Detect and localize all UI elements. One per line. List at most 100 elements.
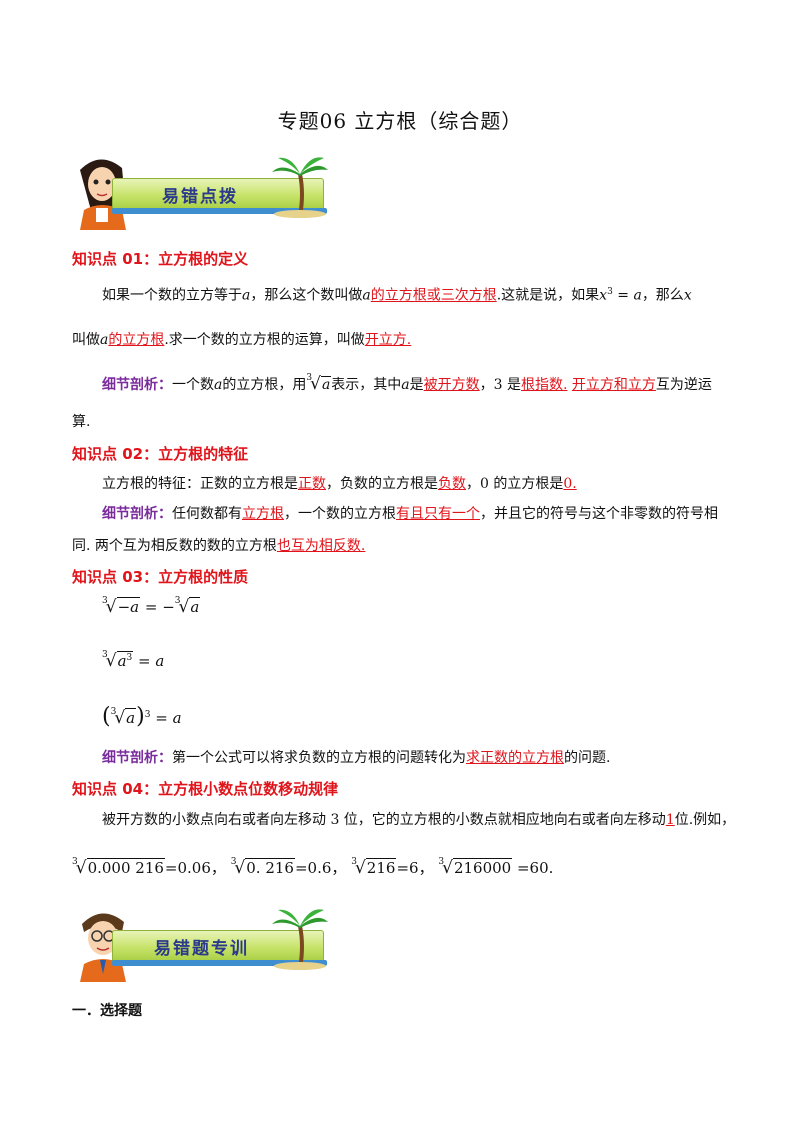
text: 是 <box>409 377 424 393</box>
radical-sign-icon: √ <box>114 708 126 728</box>
text: ，那么 <box>641 287 684 304</box>
radical-sign-icon: √ <box>105 597 117 617</box>
palm-tree-icon <box>272 909 328 970</box>
text: 立方根的特征：正数的立方根是 <box>102 476 298 492</box>
text: ，0 的立方根是 <box>466 476 564 492</box>
cube-root-neg-a: 3√−a <box>102 596 141 617</box>
blank-answer: 被开方数 <box>423 377 480 393</box>
var-x: x <box>683 287 692 304</box>
cube-root-a-cubed: 3√a3 <box>102 650 134 671</box>
text: ，一个数的立方根 <box>284 506 396 522</box>
root-index: 3 <box>102 596 108 606</box>
cube-root-example-3: 3√216 <box>351 852 397 878</box>
kp1-paragraph-1: 如果一个数的立方等于a，那么这个数叫做a的立方根或三次方根.这就是说，如果x3 … <box>102 282 692 306</box>
radical-sign-icon: √ <box>310 374 321 394</box>
text: 表示，其中 <box>331 377 402 393</box>
text: 互为逆运 <box>655 377 712 393</box>
kp4-heading: 知识点 04：立方根小数点位数移动规律 <box>72 780 339 798</box>
root-index: 3 <box>306 373 313 383</box>
radical-sign-icon: √ <box>105 651 117 671</box>
result: =60 <box>512 859 549 877</box>
text: 如果一个数的立方等于 <box>102 287 242 304</box>
section-heading-choice: 一．选择题 <box>72 1003 142 1019</box>
radicand: a <box>320 376 332 393</box>
cube-root-example-1: 3√0.000 216 <box>72 852 165 878</box>
banner-label: 易错点拨 <box>162 187 238 207</box>
var-a: a <box>117 652 127 670</box>
var-a: a <box>155 652 165 670</box>
text: 同. 两个互为相反数的数的立方根 <box>72 538 277 554</box>
banner-tips: 易错点拨 <box>70 150 332 230</box>
blank-answer: 根指数. <box>521 377 568 393</box>
separator: ， <box>418 859 434 877</box>
kp1-heading: 知识点 01：立方根的定义 <box>72 250 249 268</box>
radicand: a <box>189 597 201 616</box>
text: 的立方根，用 <box>222 377 307 393</box>
result: =0.06 <box>164 859 211 877</box>
result: =0.6 <box>294 859 332 877</box>
note-label: 细节剖析： <box>102 506 172 522</box>
palm-tree-icon <box>272 157 328 218</box>
banner-stripe <box>112 208 327 214</box>
text: 叫做 <box>72 332 100 348</box>
period: . <box>548 859 554 877</box>
exponent: 3 <box>126 653 133 663</box>
note-label: 细节剖析： <box>102 377 172 393</box>
blank-answer: 1 <box>665 812 675 828</box>
blank-answer: 有且只有一个 <box>396 506 480 522</box>
text: 一个数 <box>172 377 214 393</box>
equals: = <box>133 652 156 670</box>
text: ，并且它的符号与这个非零数的符号相 <box>480 506 718 522</box>
page-title: 专题06 立方根（综合题） <box>277 109 523 133</box>
radical-sign-icon: √ <box>354 858 366 878</box>
kp3-note: 细节剖析：第一个公式可以将求负数的立方根的问题转化为求正数的立方根的问题. <box>102 748 610 768</box>
text: 被开方数的小数点向右或者向左移动 3 位，它的立方根的小数点就相应地向右或者向左… <box>102 812 666 828</box>
var-a: a <box>130 598 140 616</box>
banner-exercises: 易错题专训 <box>70 902 332 982</box>
root-index: 3 <box>110 707 117 717</box>
cube-root-example-4: 3√216000 <box>438 852 513 878</box>
blank-answer: 也互为相反数. <box>276 538 366 554</box>
var-a: a <box>633 287 642 304</box>
text: .这就是说，如果 <box>496 287 600 304</box>
kp1-paragraph-2: 叫做a的立方根.求一个数的立方根的运算，叫做开立方. <box>72 330 411 350</box>
blank-answer: 开立方和立方 <box>571 377 656 393</box>
separator: ， <box>210 859 226 877</box>
cube-root-example-2: 3√0. 216 <box>231 852 295 878</box>
text: ，3 是 <box>479 377 522 393</box>
cube-root-a: 3√a <box>111 707 137 728</box>
radicand: −a <box>116 597 141 616</box>
cube-root-a: 3√a <box>175 596 201 617</box>
blank-answer: 的立方根 <box>108 332 165 348</box>
equals: = <box>612 287 634 304</box>
result: =6 <box>396 859 419 877</box>
exponent: 3 <box>607 287 613 297</box>
kp2-note: 细节剖析：任何数都有立方根，一个数的立方根有且只有一个，并且它的符号与这个非零数… <box>102 504 718 524</box>
radical-sign-icon: √ <box>178 597 190 617</box>
text: .求一个数的立方根的运算，叫做 <box>164 332 365 348</box>
banner-bar <box>112 930 324 962</box>
text: ，那么这个数叫做 <box>250 287 363 304</box>
separator: ， <box>331 859 347 877</box>
root-index: 3 <box>351 857 357 867</box>
root-index: 3 <box>102 650 108 660</box>
kp1-note: 细节剖析：一个数a的立方根，用3√a表示，其中a是被开方数，3 是根指数. 开立… <box>102 368 712 395</box>
root-index: 3 <box>438 857 445 867</box>
var-a: a <box>242 287 251 304</box>
cube-root-a: 3√a <box>306 368 332 395</box>
radicand: 0.000 216 <box>86 858 165 877</box>
banner-stripe <box>112 960 327 966</box>
blank-answer: 立方根 <box>242 506 284 522</box>
var-x: x <box>599 287 608 304</box>
banner-bar <box>112 178 324 210</box>
formula-1: 3√−a = −3√a <box>102 596 201 617</box>
blank-answer: 0. <box>563 476 577 492</box>
blank-answer: 负数 <box>438 476 466 492</box>
blank-answer: 的立方根或三次方根 <box>370 287 497 304</box>
blank-answer: 求正数的立方根 <box>466 750 564 766</box>
kp2-note-cont: 同. 两个互为相反数的数的立方根也互为相反数. <box>72 536 365 556</box>
var-a: a <box>214 377 223 393</box>
root-index: 3 <box>174 596 181 606</box>
banner-label: 易错题专训 <box>154 939 249 959</box>
radicand: 216000 <box>452 858 513 877</box>
